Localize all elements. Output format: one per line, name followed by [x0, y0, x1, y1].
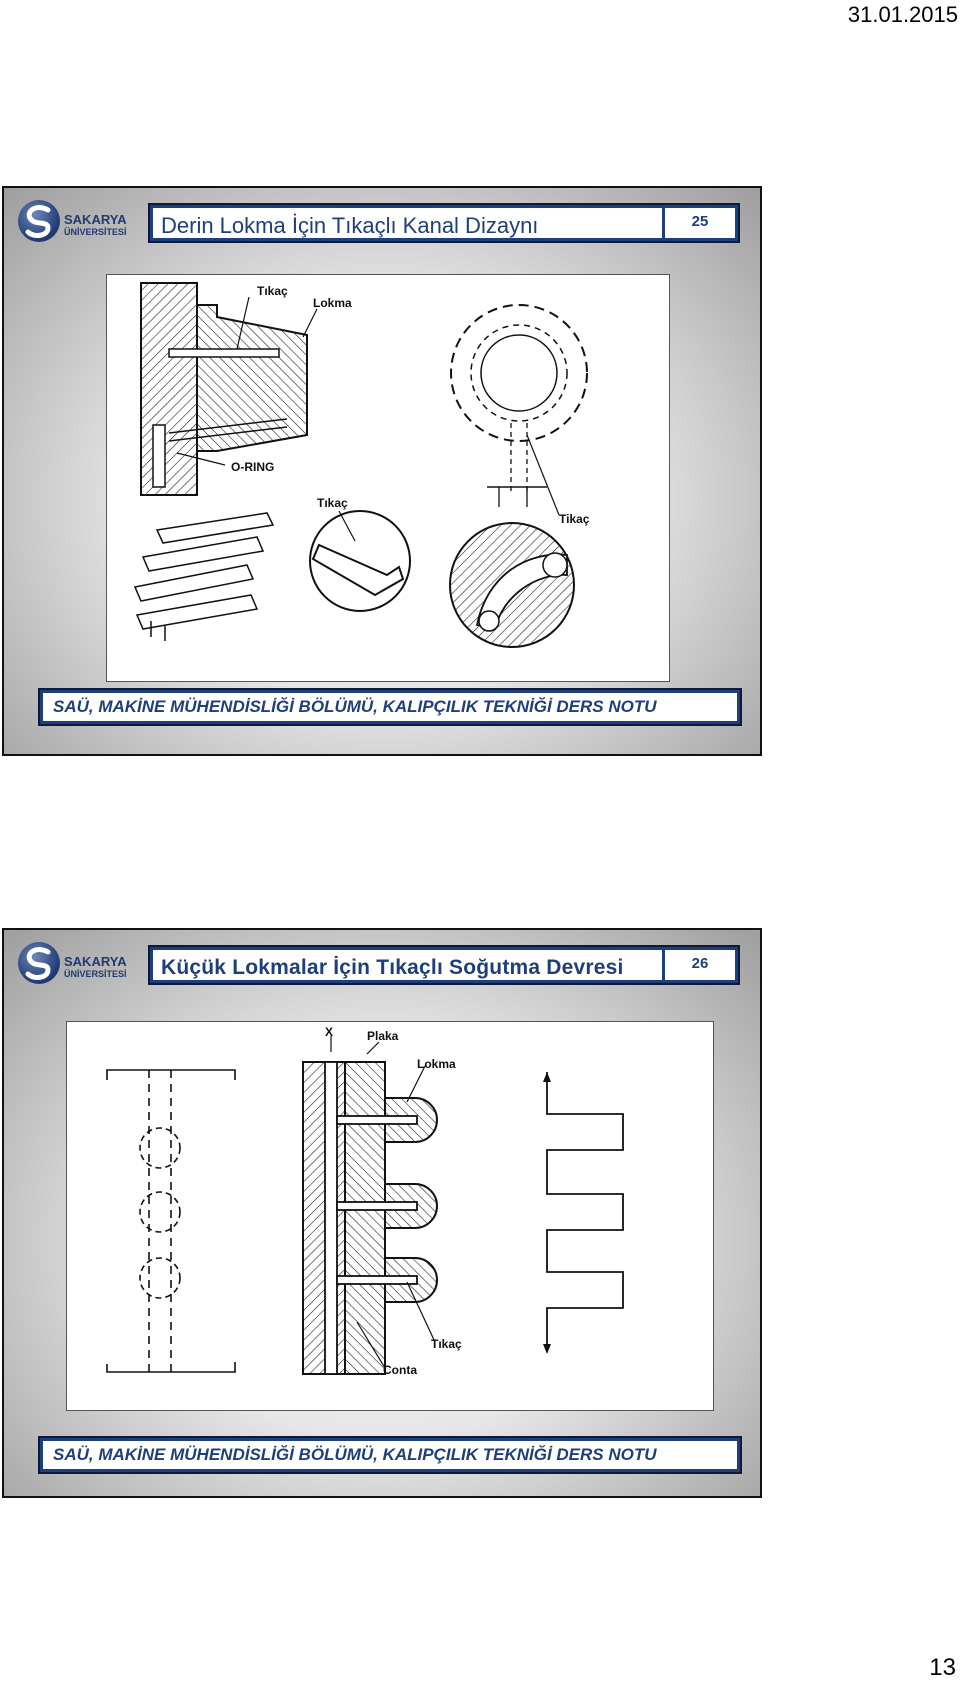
- technical-drawing: X Plaka Lokma Tıkaç Conta: [106, 1025, 624, 1377]
- label-tikac-top: Tıkaç: [257, 284, 288, 298]
- figure-cooling-circuit: X Plaka Lokma Tıkaç Conta: [66, 1021, 714, 1411]
- slide-25: SAKARYA ÜNİVERSİTESİ Derin Lokma İçin Tı…: [2, 186, 762, 756]
- label-lokma: Lokma: [313, 296, 352, 310]
- logo-subtitle: ÜNİVERSİTESİ: [64, 227, 127, 237]
- logo-subtitle: ÜNİVERSİTESİ: [64, 969, 127, 979]
- logo-name: SAKARYA: [64, 954, 127, 969]
- slide-number: 26: [665, 950, 735, 980]
- slide-footer: SAÜ, MAKİNE MÜHENDİSLİĞİ BÖLÜMÜ, KALIPÇI…: [38, 688, 742, 726]
- footer-text: SAÜ, MAKİNE MÜHENDİSLİĞİ BÖLÜMÜ, KALIPÇI…: [43, 693, 737, 721]
- label-tikac-right: Tikaç: [559, 512, 590, 526]
- university-logo: SAKARYA ÜNİVERSİTESİ: [18, 938, 138, 996]
- slide-footer: SAÜ, MAKİNE MÜHENDİSLİĞİ BÖLÜMÜ, KALIPÇI…: [38, 1436, 742, 1474]
- page-number: 13: [929, 1654, 956, 1681]
- slide-title-bar: Küçük Lokmalar İçin Tıkaçlı Soğutma Devr…: [148, 945, 740, 985]
- logo-emblem-icon: [18, 200, 60, 242]
- label-x: X: [325, 1025, 333, 1039]
- logo-emblem-icon: [18, 942, 60, 984]
- slide-title-bar: Derin Lokma İçin Tıkaçlı Kanal Dizaynı 2…: [148, 203, 740, 243]
- label-conta: Conta: [383, 1363, 417, 1377]
- slide-number: 25: [665, 208, 735, 238]
- label-lokma: Lokma: [417, 1057, 456, 1071]
- slide-title: Küçük Lokmalar İçin Tıkaçlı Soğutma Devr…: [161, 956, 624, 979]
- logo-name: SAKARYA: [64, 212, 127, 227]
- label-plaka: Plaka: [367, 1029, 399, 1043]
- technical-drawing: Tıkaç Lokma O-RING Tikaç: [133, 282, 590, 648]
- footer-text: SAÜ, MAKİNE MÜHENDİSLİĞİ BÖLÜMÜ, KALIPÇI…: [43, 1441, 737, 1469]
- slide-26: SAKARYA ÜNİVERSİTESİ Küçük Lokmalar İçin…: [2, 928, 762, 1498]
- slide-title: Derin Lokma İçin Tıkaçlı Kanal Dizaynı: [161, 213, 539, 238]
- figure-plug-channel: Tıkaç Lokma O-RING Tikaç: [106, 274, 670, 682]
- university-logo: SAKARYA ÜNİVERSİTESİ: [18, 196, 138, 254]
- label-o-ring: O-RING: [231, 460, 274, 474]
- label-tikac: Tıkaç: [431, 1337, 462, 1351]
- print-date: 31.01.2015: [847, 2, 958, 27]
- label-tikac-middle: Tıkaç: [317, 496, 348, 510]
